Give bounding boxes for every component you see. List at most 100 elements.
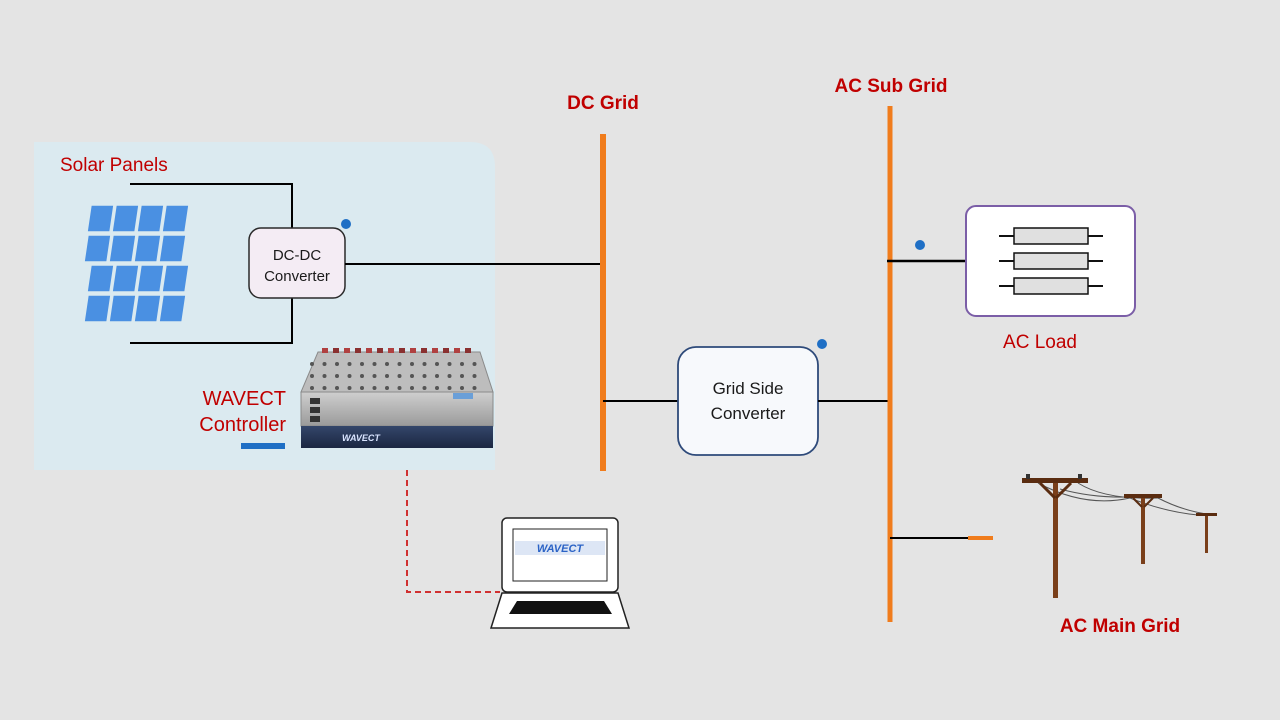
device-port <box>435 362 439 366</box>
solar-cell <box>108 234 137 263</box>
solar-cell <box>111 204 140 233</box>
device-port <box>372 362 377 366</box>
resistor-icon <box>1013 277 1089 295</box>
device-port <box>347 362 352 366</box>
ac-load-label: AC Load <box>1003 332 1077 353</box>
device-port <box>410 374 414 378</box>
resistor-icon <box>1013 227 1089 245</box>
device-port <box>310 386 314 390</box>
solar-panel-icon <box>83 204 190 323</box>
device-port <box>385 374 389 378</box>
device-connector <box>421 348 427 353</box>
device-port <box>347 386 352 390</box>
device-connector <box>377 348 383 353</box>
solar-cell <box>136 264 165 293</box>
solar-cell <box>136 204 165 233</box>
solar-panels-label: Solar Panels <box>60 155 168 176</box>
device-port <box>460 374 464 378</box>
device-connector <box>388 348 394 353</box>
solar-cell <box>161 264 190 293</box>
device-port <box>385 362 389 366</box>
device-port <box>447 362 452 366</box>
solar-cell <box>83 234 112 263</box>
wavect-controller-label-line2: Controller <box>199 414 286 436</box>
device-port <box>360 386 364 390</box>
device-connector <box>333 348 339 353</box>
device-connector <box>355 348 361 353</box>
device-port <box>372 386 377 390</box>
gsc-label-line2: Converter <box>711 404 786 423</box>
power-pole-icon <box>1022 474 1217 598</box>
device-port <box>397 374 402 378</box>
dc-dc-indicator-dot <box>341 219 351 229</box>
device-connector <box>443 348 449 353</box>
device-port <box>410 362 414 366</box>
ac-load-indicator-dot <box>915 240 925 250</box>
solar-cell <box>133 294 162 323</box>
device-port <box>422 362 427 366</box>
gsc-indicator-dot <box>817 339 827 349</box>
grid-side-converter: Grid Side Converter <box>677 346 819 456</box>
device-jack <box>310 398 320 404</box>
device-connector <box>322 348 328 353</box>
device-jack <box>310 407 320 413</box>
device-port <box>397 386 402 390</box>
ac-load <box>965 205 1136 317</box>
device-port <box>310 362 314 366</box>
device-port <box>472 386 477 390</box>
device-port <box>460 386 464 390</box>
controller-accent-bar <box>241 443 285 449</box>
wavect-controller-device-icon: WAVECT <box>300 348 494 448</box>
device-port <box>472 374 477 378</box>
solar-wire-top <box>130 183 293 230</box>
device-connector <box>344 348 350 353</box>
dc-dc-converter: DC-DC Converter <box>248 227 346 299</box>
device-port <box>422 386 427 390</box>
device-port <box>460 362 464 366</box>
device-jack <box>310 416 320 422</box>
device-port <box>322 386 327 390</box>
device-port <box>310 374 314 378</box>
device-port <box>472 362 477 366</box>
solar-wire-bottom <box>130 298 293 344</box>
device-port <box>372 374 377 378</box>
device-connector <box>465 348 471 353</box>
device-connector <box>432 348 438 353</box>
solar-cell <box>158 234 187 263</box>
dc-dc-label-line1: DC-DC <box>273 247 321 264</box>
device-port <box>447 374 452 378</box>
wavect-controller-label-line1: WAVECT <box>203 388 286 410</box>
device-port <box>360 374 364 378</box>
solar-cell <box>111 264 140 293</box>
device-port <box>335 386 339 390</box>
solar-cell <box>133 234 162 263</box>
device-connector <box>366 348 372 353</box>
device-port <box>322 374 327 378</box>
device-port <box>435 374 439 378</box>
laptop-logo-text: WAVECT <box>537 543 585 555</box>
device-port <box>322 362 327 366</box>
dc-grid-label: DC Grid <box>567 93 639 114</box>
device-port <box>410 386 414 390</box>
device-port <box>422 374 427 378</box>
ac-main-grid-label: AC Main Grid <box>1060 616 1180 637</box>
device-port <box>385 386 389 390</box>
device-connector <box>454 348 460 353</box>
device-port <box>335 362 339 366</box>
solar-cell <box>86 204 115 233</box>
device-port <box>435 386 439 390</box>
laptop-icon: WAVECT <box>489 517 631 629</box>
device-port <box>347 374 352 378</box>
controller-comm-link <box>406 470 500 593</box>
device-display <box>453 393 473 399</box>
device-connector <box>399 348 405 353</box>
gsc-label-line1: Grid Side <box>713 379 784 398</box>
device-port <box>397 362 402 366</box>
resistor-icon <box>1013 252 1089 270</box>
device-port <box>360 362 364 366</box>
solar-cell <box>86 264 115 293</box>
solar-cell <box>108 294 137 323</box>
dc-dc-label-line2: Converter <box>264 268 330 285</box>
ac-sub-grid-label: AC Sub Grid <box>835 76 948 97</box>
